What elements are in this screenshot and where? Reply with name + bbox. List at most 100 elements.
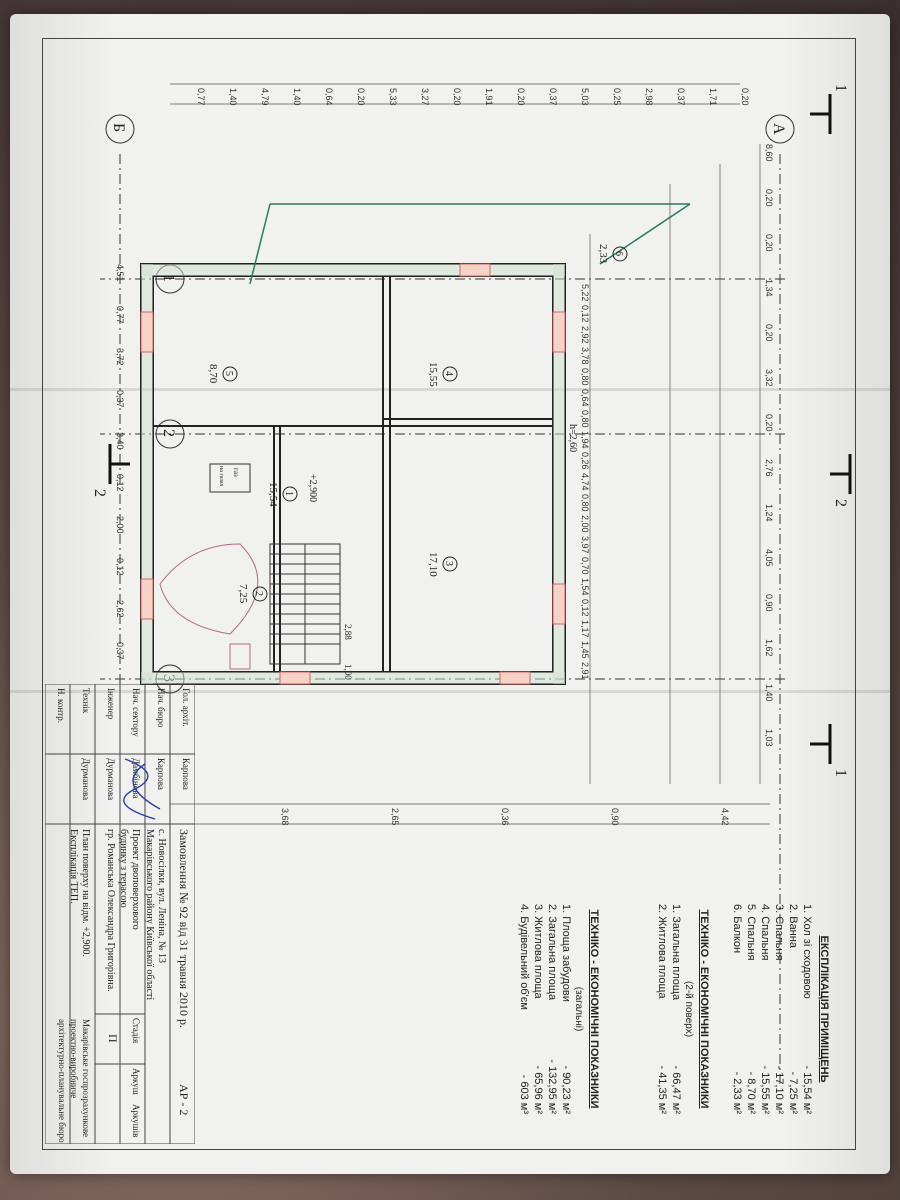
axis-number-1: 1 [160,274,177,282]
dimension-label: 1,17 [580,620,590,638]
dimension-label: 2,00 [580,515,590,533]
dimension-label: 0,12 [580,599,590,617]
dimension-label: 5,33 [388,88,398,106]
room-4-number: 4 [443,371,454,376]
floor-plan-svg: А Б 1 2 3 1 1 2 2 [91,83,852,1084]
role-label: Н. контр. [56,688,66,724]
list-item: 1. Хол зі сходовою- 15,54 м² [801,904,813,1114]
rotated-drawing: А Б 1 2 3 1 1 2 2 [30,24,870,1164]
dimension-label: 0,90 [764,594,774,612]
dimension-label: 0,20 [740,88,750,106]
tech-indicators-floor: ТЕХНІКО - ЕКОНОМІЧНІ ПОКАЗНИКИ (2-й пове… [655,904,710,1114]
dimension-label: 0,12 [115,474,125,492]
list-item: 4. Спальня- 15,55 м² [759,904,771,1114]
dimension-label: 1,45 [580,641,590,659]
dimension-label: 1,34 [764,279,774,297]
stage-header: Стадія [131,1018,141,1044]
role-label: Нач. сектору [131,688,141,737]
dimension-label: 0,12 [115,558,125,576]
room-2-number: 2 [253,591,264,596]
dimension-label: 2,91 [580,662,590,680]
section-mark-label: 1 [832,84,849,92]
tech-subtitle: (загальні) [573,986,584,1032]
dimension-label: 0,37 [548,88,558,106]
level-label: +2,900 [307,474,318,502]
name-label: Карпова [181,758,191,790]
tech-title: ТЕХНІКО - ЕКОНОМІЧНІ ПОКАЗНИКИ [698,909,710,1109]
explication-items: 1. Хол зі сходовою- 15,54 м² 2. Ванна- 7… [730,904,814,1114]
dimension-label: 0,20 [764,189,774,207]
interior-walls [153,276,553,672]
dimension-label: 0,64 [324,88,334,106]
dimension-label: 0,20 [764,234,774,252]
plan-line-2: Експлікація ТЕП. [68,829,79,904]
dimension-label: 0,26 [580,452,590,470]
dimension-label: 1,24 [764,504,774,522]
dimension-label: 2,65 [390,808,400,826]
address-line-1: с. Новосілки, вул. Леніна, № 13 [156,829,167,964]
sheet-code: АР - 2 [177,1084,191,1116]
dimension-label: 0,77 [115,306,125,324]
stair-label: 2,88 [343,624,353,640]
explication-title: ЕКСПЛІКАЦІЯ ПРИМІЩЕНЬ [818,935,830,1083]
project-line-2: будинку з терасою [118,829,129,908]
room-5-number: 5 [223,371,234,376]
dimension-label: 3,32 [764,369,774,387]
room-6-area: 2,33 [597,244,609,264]
section-mark-label: 2 [832,499,849,507]
dimension-label: 3,72 [115,348,125,366]
list-item: 2. Ванна- 7,25 м² [787,904,799,1114]
staircase [269,543,341,665]
axis-number-2: 2 [160,429,177,437]
section-marks [108,94,852,764]
drawing-area: А Б 1 2 3 1 1 2 2 [30,24,870,1164]
stair-label: 1,00 [343,664,353,680]
dimension-label: 4,51 [115,264,125,282]
dimension-label: 4,05 [764,549,774,567]
name-label: Дурманова [81,758,91,801]
org-line-2: проектно-виробниче [69,1019,79,1099]
paper-shading [10,14,890,1174]
dimension-label: 1,94 [580,431,590,449]
list-item: 6. Балкон- 2,33 м² [731,904,743,1114]
dimension-label: 2,92 [580,326,590,344]
dimension-label: 3,78 [580,347,590,365]
section-mark-label: 1 [832,769,849,777]
dimension-label: 8,60 [764,144,774,162]
dimension-label: 0,37 [115,390,125,408]
paper-fold [10,690,890,693]
dimension-label: 0,37 [115,642,125,660]
dimension-label: 3,97 [580,536,590,554]
device-label: на газах [218,466,224,487]
dimension-label: 1,40 [292,88,302,106]
dimension-label: 0,37 [676,88,686,106]
list-item: 3. Житлова площа- 65,96 м² [532,904,544,1114]
dimension-label: 4,79 [260,88,270,106]
project-line-1: Проект двоповерхового [130,829,141,930]
axis-letter-b: Б [110,123,127,132]
list-item: 3. Спальня- 17,10 м² [773,904,785,1114]
sheet-header: Аркуш [131,1068,141,1095]
paper-sheet [10,14,890,1174]
list-item: 1. Загальна площа- 66,47 м² [670,904,682,1114]
dimension-label: 0,90 [610,808,620,826]
dimension-label: 4,74 [580,473,590,491]
dimension-label: 0,12 [580,305,590,323]
dimension-label: 3,40 [115,432,125,450]
room-3-area: 17,10 [427,552,439,577]
exterior-walls [140,263,566,685]
dimension-label: 5,22 [580,284,590,302]
stage-value: П [106,1034,120,1043]
role-label: Технік [81,688,91,714]
dimension-label: 0,20 [764,324,774,342]
dimension-label: 0,36 [500,808,510,826]
dimension-label: 0,64 [580,389,590,407]
dimension-label: 1,62 [764,639,774,657]
title-block-grid [44,683,196,1145]
dimension-lines [170,83,770,825]
dimension-label: 2,98 [644,88,654,106]
explication-table: ЕКСПЛІКАЦІЯ ПРИМІЩЕНЬ 1. Хол зі сходовою… [730,904,830,1114]
dimension-label: 3,27 [420,88,430,106]
dimension-label: 1,91 [484,88,494,106]
room-3-number: 3 [443,561,454,566]
